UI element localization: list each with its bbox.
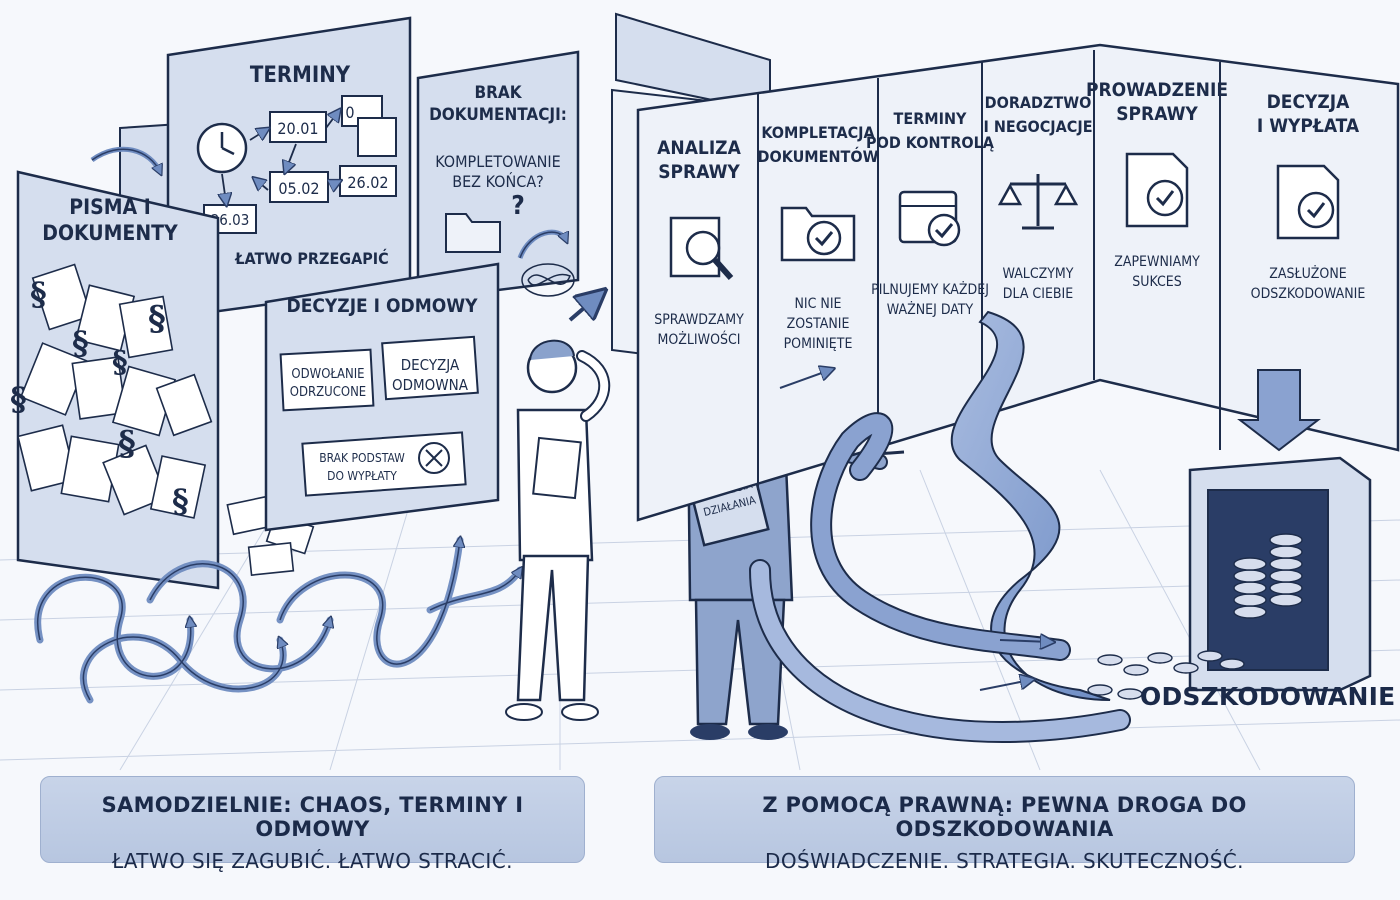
step-text: DLA CIEBIE — [1003, 286, 1073, 302]
calendar-check-icon — [898, 190, 961, 247]
caption-self: SAMODZIELNIE: CHAOS, TERMINY I ODMOWY ŁA… — [40, 776, 585, 873]
step-title: PROWADZENIE — [1086, 79, 1228, 101]
scribble-icon — [521, 263, 575, 297]
paragraph-icon: § — [172, 482, 189, 520]
terminy-note: ŁATWO PRZEGAPIĆ — [234, 249, 388, 268]
step-title: DECYZJA — [1267, 91, 1351, 113]
step-title: SPRAWY — [1116, 103, 1198, 125]
step-text: ZOSTANIE — [787, 316, 850, 332]
folder-icon — [445, 213, 501, 253]
step-title: ANALIZA — [657, 137, 741, 159]
step-column: TERMINY POD KONTROLĄ PILNUJEMY KAŻDEJ WAŻNE… — [866, 78, 995, 462]
step-text: ZAPEWNIAMY — [1114, 254, 1200, 270]
step-text: SUKCES — [1132, 274, 1181, 290]
panel-terminy: TERMINY 20.01 0 05.02 26.02 26.03 ŁATWO … — [166, 16, 412, 320]
step-text: POMINIĘTE — [784, 336, 853, 352]
safe-icon — [1087, 456, 1372, 700]
calendar-icon — [357, 117, 397, 157]
down-arrow — [1237, 369, 1321, 452]
step-title: SPRAWY — [658, 161, 740, 183]
svg-text:ODRZUCONE: ODRZUCONE — [290, 385, 366, 400]
paragraph-icon: § — [72, 324, 89, 362]
caption-self-title: SAMODZIELNIE: CHAOS, TERMINY I ODMOWY — [101, 793, 524, 841]
clock-icon — [196, 122, 248, 174]
caption-legal: Z POMOCĄ PRAWNĄ: PEWNA DROGA DO ODSZKODO… — [654, 776, 1355, 873]
step-text: ODSZKODOWANIE — [1251, 286, 1366, 302]
reject-x-icon — [418, 442, 450, 474]
step-column: DORADZTWO I NEGOCJACJE WALCZYMY DLA CIEBIE — [981, 62, 1093, 430]
step-text: MOŻLIWOŚCI — [657, 330, 740, 348]
svg-text:ODWOŁANIE: ODWOŁANIE — [291, 367, 364, 382]
paragraph-icon: § — [10, 380, 27, 418]
svg-text:PISMA I: PISMA I — [69, 195, 151, 219]
caption-legal-subtitle: DOŚWIADCZENIE. STRATEGIA. SKUTECZNOŚĆ. — [765, 849, 1244, 873]
svg-text:BEZ KOŃCA?: BEZ KOŃCA? — [452, 172, 544, 191]
step-title: DORADZTWO — [985, 93, 1092, 112]
svg-text:DOKUMENTACJI:: DOKUMENTACJI: — [429, 105, 567, 125]
compensation-label: ODSZKODOWANIE — [1140, 682, 1396, 711]
svg-text:KOMPLETOWANIE: KOMPLETOWANIE — [435, 152, 561, 171]
step-title: KOMPLETACJA — [761, 123, 875, 142]
step-text: PILNUJEMY KAŻDEJ — [871, 280, 989, 298]
step-title: I WYPŁATA — [1257, 115, 1360, 137]
step-text: SPRAWDZAMY — [654, 312, 744, 328]
paragraph-icon: § — [30, 275, 47, 313]
tangled-arrows-outline — [37, 146, 598, 701]
document-check-icon — [1276, 164, 1340, 240]
step-title: DOKUMENTÓW — [758, 147, 879, 166]
terminy-title: TERMINY — [250, 63, 351, 88]
step-text: WAŻNEJ DATY — [887, 300, 974, 318]
step-column: KOMPLETACJA DOKUMENTÓW NIC NIE ZOSTANIE POMI… — [757, 92, 879, 490]
svg-text:BRAK: BRAK — [474, 83, 522, 103]
svg-text:DECYZJE I ODMOWY: DECYZJE I ODMOWY — [287, 295, 479, 317]
svg-text:DECYZJA: DECYZJA — [401, 356, 460, 374]
step-text: WALCZYMY — [1003, 266, 1074, 282]
scales-icon — [997, 174, 1079, 230]
document-check-icon — [1125, 152, 1189, 228]
svg-text:DOKUMENTY: DOKUMENTY — [42, 221, 178, 245]
date-5: 0 — [345, 103, 354, 122]
magnifier-icon — [669, 216, 734, 280]
svg-text:BRAK PODSTAW: BRAK PODSTAW — [319, 451, 405, 465]
date-2: 05.02 — [278, 179, 319, 198]
paragraph-icon: § — [112, 345, 128, 380]
steps-panel: ANALIZASPRAWYSPRAWDZAMYMOŻLIWOŚCIKOMPLET… — [636, 43, 1400, 522]
date-3: 26.02 — [347, 173, 388, 192]
folder-check-icon — [780, 206, 856, 262]
caption-legal-title: Z POMOCĄ PRAWNĄ: PEWNA DROGA DO ODSZKODO… — [762, 793, 1247, 841]
date-4: 26.03 — [211, 211, 250, 229]
paragraph-icon: § — [118, 424, 136, 464]
svg-text:DO WYPŁATY: DO WYPŁATY — [327, 469, 397, 483]
step-title: TERMINY — [894, 109, 967, 128]
date-1: 20.01 — [277, 119, 318, 138]
winding-road — [749, 310, 1131, 743]
step-title: I NEGOCJACJE — [983, 117, 1092, 136]
svg-text:ODMOWNA: ODMOWNA — [392, 376, 469, 394]
question-mark-icon: ? — [511, 191, 525, 221]
step-text: NIC NIE — [794, 296, 841, 312]
paragraph-icon: § — [148, 299, 166, 339]
step-title: POD KONTROLĄ — [866, 133, 995, 152]
step-text: ZASŁUŻONE — [1269, 264, 1346, 282]
caption-self-subtitle: ŁATWO SIĘ ZAGUBIĆ. ŁATWO STRACIĆ. — [112, 849, 513, 873]
panel-decyzje: DECYZJE I ODMOWY ODWOŁANIE ODRZUCONE DEC… — [264, 262, 500, 532]
confused-person — [505, 263, 611, 721]
